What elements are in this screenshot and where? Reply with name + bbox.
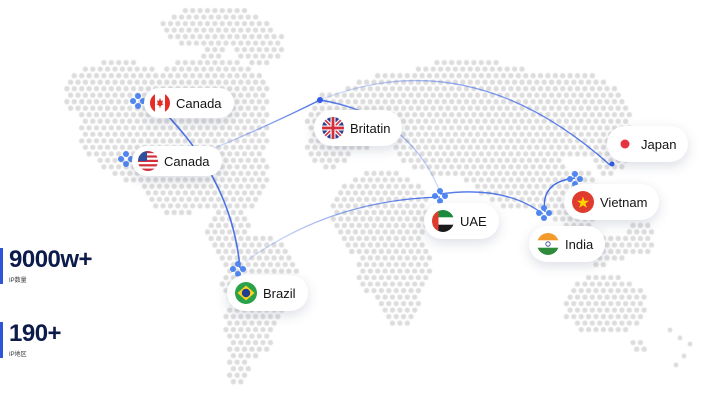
node-cluster-brazil: [230, 261, 246, 277]
location-pin-japan[interactable]: Japan: [607, 126, 689, 162]
node-cluster-canada-2: [118, 151, 134, 167]
japan-flag-icon: [615, 134, 635, 154]
us-flag-icon: [138, 151, 158, 171]
node-cluster-canada-1: [130, 93, 146, 109]
stat-caption: IP数量: [9, 278, 27, 284]
location-pin-brazil[interactable]: Brazil: [227, 275, 308, 311]
uae-flag-icon: [432, 210, 454, 232]
pin-label: Vietnam: [600, 194, 648, 210]
location-pin-india[interactable]: India: [529, 226, 606, 262]
pin-label: Canada: [176, 95, 222, 111]
location-pin-vietnam[interactable]: Vietnam: [564, 184, 660, 220]
stat-value: 190+: [9, 320, 62, 347]
location-pin-canada[interactable]: Canada: [144, 88, 234, 118]
pin-label: Japan: [641, 136, 677, 152]
stat-caption: IP地区: [9, 352, 27, 358]
pin-label: Canada: [164, 153, 210, 169]
canada-flag-icon: [150, 93, 170, 113]
location-pin-canada-us[interactable]: Canada: [132, 146, 222, 176]
vietnam-flag-icon: [572, 191, 594, 213]
pin-label: Britatin: [350, 120, 391, 136]
node-cluster-uae: [432, 188, 448, 204]
location-pin-britain[interactable]: Britatin: [314, 110, 403, 146]
node-cluster-vietnam: [567, 171, 583, 187]
pin-label: UAE: [460, 213, 487, 229]
pin-label: Brazil: [263, 285, 296, 301]
stat-ip-regions: 190+ IP地区: [0, 320, 62, 358]
india-flag-icon: [537, 233, 559, 255]
stat-value: 9000w+: [9, 246, 93, 273]
node-cluster-india: [536, 205, 552, 221]
location-pin-uae[interactable]: UAE: [424, 203, 499, 239]
uk-flag-icon: [322, 117, 344, 139]
stat-ip-count: 9000w+ IP数量: [0, 246, 93, 284]
pin-label: India: [565, 236, 594, 252]
brazil-flag-icon: [235, 282, 257, 304]
